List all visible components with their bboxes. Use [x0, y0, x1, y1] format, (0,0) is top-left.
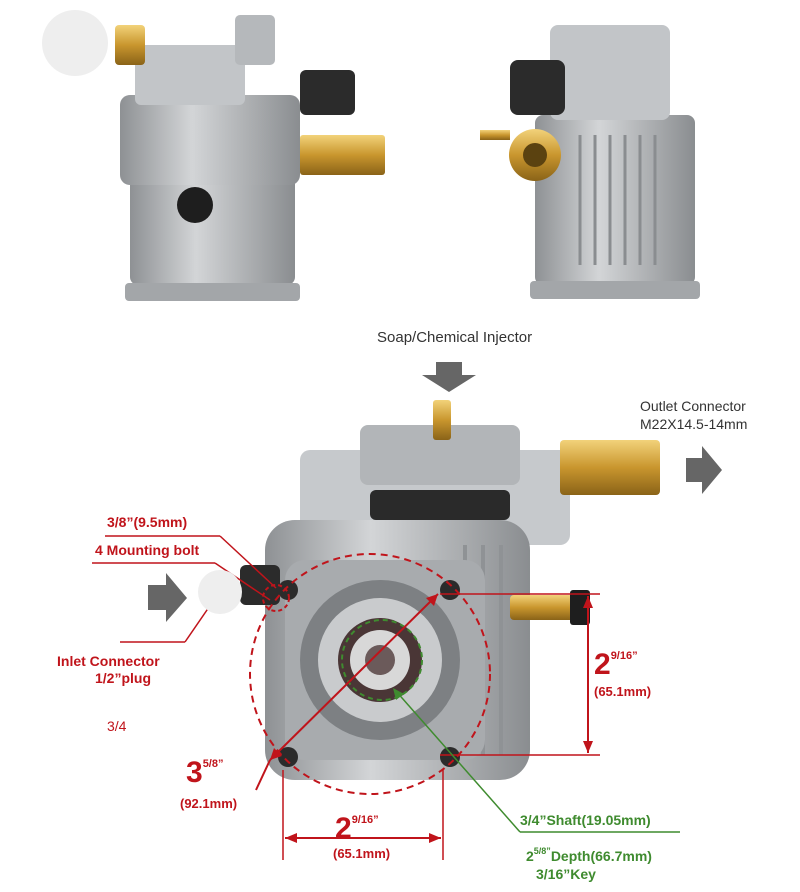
mounting-bolt-label: 4 Mounting bolt [95, 542, 200, 558]
width-main: 2 [335, 812, 352, 845]
depth-main: 2 [526, 848, 534, 864]
diagonal-dimension-line [269, 593, 439, 761]
key-label: 3/16”Key [536, 866, 596, 882]
bolt-hole-marker [262, 584, 290, 612]
diag-sup: 5/8” [202, 758, 224, 770]
inlet-plug-label: 1/2”plug [95, 670, 152, 686]
width-mm-label: (65.1mm) [333, 846, 391, 861]
diag-main: 3 [186, 756, 203, 789]
depth-rest: Depth(66.7mm) [550, 848, 652, 864]
outlet-thread-label: M22X14.5-14mm [640, 416, 748, 432]
diagonal-mm-label: (92.1mm) [180, 796, 238, 811]
height-sup: 9/16” [610, 650, 638, 662]
soap-injector-label: Soap/Chemical Injector [377, 329, 533, 346]
pump-photo-side-view [42, 10, 385, 301]
three-quarter-label: 3/4 [107, 718, 127, 734]
blurred-inlet-circle [198, 570, 242, 614]
shaft-label: 3/4”Shaft(19.05mm) [520, 812, 651, 828]
height-mm-label: (65.1mm) [594, 684, 652, 699]
height-dimension-label: 29/16” [594, 648, 638, 682]
depth-sup: 5/8” [533, 846, 551, 856]
blurred-logo-circle [42, 10, 108, 76]
bolt-size-label: 3/8”(9.5mm) [107, 514, 188, 530]
inlet-arrow-icon [148, 573, 187, 622]
width-sup: 9/16” [351, 814, 379, 826]
height-main: 2 [594, 648, 611, 681]
diagonal-dimension-label: 35/8” [186, 756, 223, 790]
pump-photo-dimension-view [240, 400, 660, 780]
bolt-circle-dashed [249, 553, 491, 795]
shaft-circle-dashed [341, 619, 423, 701]
outlet-connector-label: Outlet Connector [640, 398, 746, 414]
inlet-connector-label: Inlet Connector [57, 653, 160, 669]
pump-photo-front-view [480, 25, 700, 299]
outlet-arrow-icon [686, 446, 722, 494]
depth-label: 25/8”Depth(66.7mm) [526, 846, 652, 864]
width-dimension-label: 29/16” [335, 812, 379, 846]
soap-arrow-icon [422, 362, 476, 392]
